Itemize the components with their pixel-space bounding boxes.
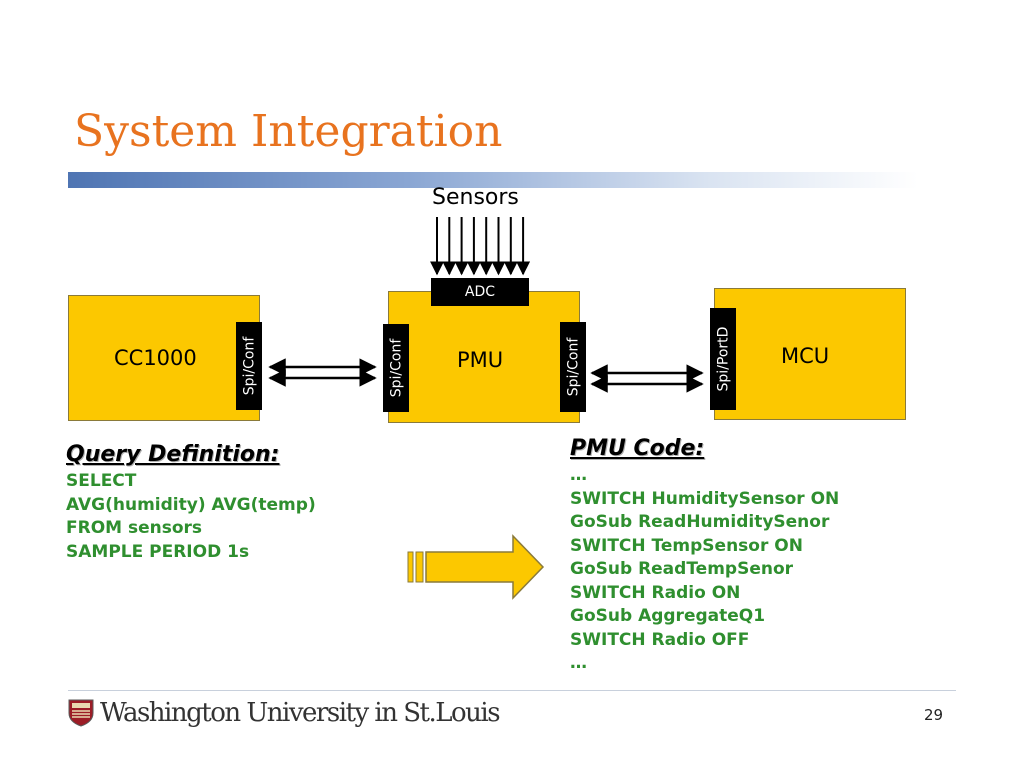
pmu-code-line: … bbox=[570, 465, 587, 485]
mcu-block: MCU bbox=[714, 288, 906, 420]
query-line: SELECT bbox=[66, 471, 137, 491]
university-shield-icon bbox=[68, 699, 94, 727]
pmu-right-spi-port: Spi/Conf bbox=[560, 322, 586, 412]
query-line: SAMPLE PERIOD 1s bbox=[66, 541, 250, 562]
university-logo: Washington University in St.Louis bbox=[68, 698, 501, 728]
query-line: FROM sensors bbox=[66, 518, 203, 538]
cc1000-spi-port: Spi/Conf bbox=[236, 322, 262, 410]
sensor-input-arrows bbox=[430, 217, 531, 276]
pmu-code-line: SWITCH HumiditySensor ON bbox=[570, 488, 840, 509]
query-definition-block: Query Definition: SELECT AVG(humidity) A… bbox=[66, 440, 316, 564]
pmu-code-line: GoSub ReadHumiditySenor bbox=[570, 512, 830, 532]
query-definition-heading: Query Definition: bbox=[66, 442, 280, 467]
pmu-code-line: GoSub AggregateQ1 bbox=[570, 606, 766, 626]
query-line: AVG(humidity) AVG(temp) bbox=[66, 494, 316, 515]
pmu-code-line: GoSub ReadTempSenor bbox=[570, 559, 794, 579]
pmu-left-spi-port: Spi/Conf bbox=[383, 324, 409, 412]
pmu-code-line: SWITCH TempSensor ON bbox=[570, 535, 803, 556]
transform-arrow bbox=[407, 534, 545, 600]
pmu-code-line: … bbox=[570, 653, 587, 673]
pmu-label: PMU bbox=[457, 348, 504, 372]
pmu-code-block: PMU Code: … SWITCH HumiditySensor ON GoS… bbox=[570, 434, 839, 676]
pmu-block: PMU bbox=[388, 291, 580, 423]
mcu-spi-portd-port: Spi/PortD bbox=[710, 308, 736, 410]
mcu-label: MCU bbox=[781, 344, 830, 368]
slide-title: System Integration bbox=[74, 106, 503, 157]
page-number: 29 bbox=[924, 706, 944, 724]
pmu-code-line: SWITCH Radio ON bbox=[570, 582, 741, 603]
cc1000-label: CC1000 bbox=[114, 346, 197, 370]
pmu-code-heading: PMU Code: bbox=[570, 436, 705, 461]
university-logo-text: Washington University in St.Louis bbox=[100, 698, 501, 728]
title-underline-bar bbox=[68, 172, 918, 188]
footer-divider bbox=[68, 690, 956, 691]
sensors-label: Sensors bbox=[432, 185, 519, 210]
adc-block: ADC bbox=[431, 278, 529, 306]
pmu-code-line: SWITCH Radio OFF bbox=[570, 629, 750, 650]
